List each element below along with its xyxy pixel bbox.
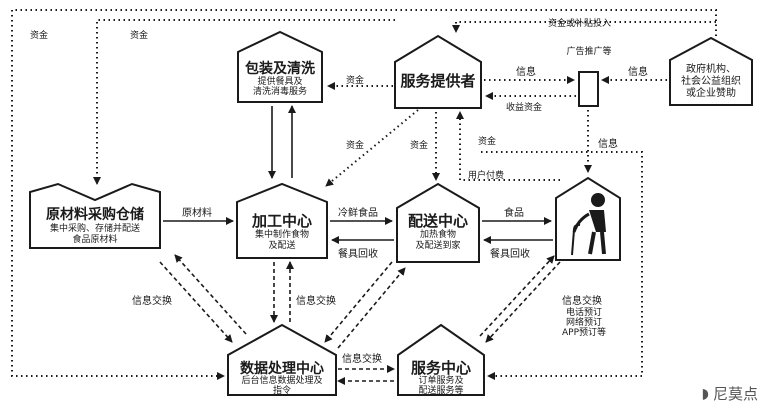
delivery-title: 配送中心: [407, 212, 468, 230]
warehouse-node: [29, 182, 161, 249]
label-revenue: 收益资金: [506, 103, 543, 113]
watermark-text: 尼莫点: [712, 385, 758, 403]
flow-subsidy: [452, 21, 716, 33]
data-center-sub-1: 后台信息数据处理及: [241, 376, 323, 386]
gov-sub-2: 社会公益组织: [681, 76, 741, 87]
label-tableware-1: 餐具回收: [338, 249, 378, 260]
processing-sub-2: 及配送: [268, 241, 296, 251]
flow-user-payment: [456, 111, 560, 181]
provider-title: 服务提供者: [400, 72, 476, 90]
packing-node: [237, 30, 323, 103]
label-user-pay: 用户付费: [468, 171, 505, 181]
wechat-icon: ◗: [701, 385, 709, 402]
elderly-node: [555, 176, 621, 261]
warehouse-title: 原材料采购仓储: [46, 207, 144, 223]
data-center-sub-2: 指令: [272, 386, 291, 396]
ads-node: [578, 71, 599, 107]
label-fund-packing: 资金: [346, 76, 365, 86]
label-subsidy: 资金或补贴投入: [548, 19, 612, 29]
arrow-info-service-elderly: [479, 255, 555, 337]
label-raw-material: 原材料: [182, 208, 212, 219]
packing-title: 包装及清洗: [245, 61, 315, 77]
label-food: 食品: [504, 208, 524, 219]
service-center-title: 服务中心: [410, 359, 471, 377]
flow-fund-right-loop: [481, 151, 643, 380]
delivery-sub-1: 加热食物: [419, 230, 456, 240]
label-fund-mid2: 资金: [410, 141, 429, 151]
gov-sub-3: 或企业赞助: [686, 88, 736, 99]
label-info-ads: 信息: [516, 67, 536, 78]
label-fund-right: 资金: [478, 137, 497, 147]
packing-sub-1: 提供餐具及: [257, 77, 303, 87]
arrow-info-delivery-data: [324, 261, 393, 343]
processing-node: [236, 182, 328, 259]
watermark: ◗ 尼莫点: [702, 383, 758, 404]
flow-fund-to-processing: [325, 109, 419, 187]
packing-sub-2: 清洗消毒服务: [252, 87, 307, 97]
label-info-right: 信息: [598, 139, 618, 150]
label-info-gov: 信息: [628, 67, 648, 78]
label-order-app: APP预订等: [562, 328, 607, 338]
label-exchange-1: 信息交换: [132, 296, 172, 307]
service-center-node: [397, 323, 485, 396]
label-fund-top: 资金: [130, 31, 149, 41]
label-order-phone: 电话预订: [566, 308, 603, 318]
service-center-sub-1: 订单服务及: [418, 376, 464, 386]
data-center-node: [227, 323, 337, 396]
arrow-info-data-delivery: [337, 267, 406, 349]
warehouse-sub-1: 集中采购、存储并配送: [49, 224, 140, 234]
data-center-title: 数据处理中心: [240, 361, 324, 377]
warehouse-sub-2: 食品原材料: [72, 235, 118, 245]
provider-node: [394, 34, 482, 109]
gov-sub-1: 政府机构、: [686, 64, 736, 75]
gov-node: [669, 36, 753, 106]
service-center-sub-2: 配送服务等: [418, 386, 464, 396]
processing-sub-1: 集中制作食物: [254, 230, 309, 240]
label-fund-left: 资金: [30, 31, 49, 41]
flow-fund-outer-loop: [11, 9, 717, 380]
processing-title: 加工中心: [251, 212, 312, 230]
delivery-node: [396, 182, 480, 263]
elderly-person-icon: [571, 193, 606, 256]
label-fresh-food: 冷鲜食品: [338, 208, 378, 219]
delivery-sub-2: 及配送到家: [415, 241, 461, 251]
label-exchange-2: 信息交换: [296, 296, 336, 307]
arrow-info-data-warehouse: [174, 254, 247, 335]
label-exchange-4: 信息交换: [562, 296, 602, 307]
label-tableware-2: 餐具回收: [490, 249, 530, 260]
arrow-info-warehouse-data: [159, 261, 233, 343]
arrow-info-elderly-service: [485, 261, 561, 343]
label-fund-mid1: 资金: [346, 141, 365, 151]
label-exchange-3: 信息交换: [342, 354, 382, 365]
label-order-web: 网络预订: [566, 318, 603, 328]
ads-title: 广告推广等: [566, 47, 612, 57]
